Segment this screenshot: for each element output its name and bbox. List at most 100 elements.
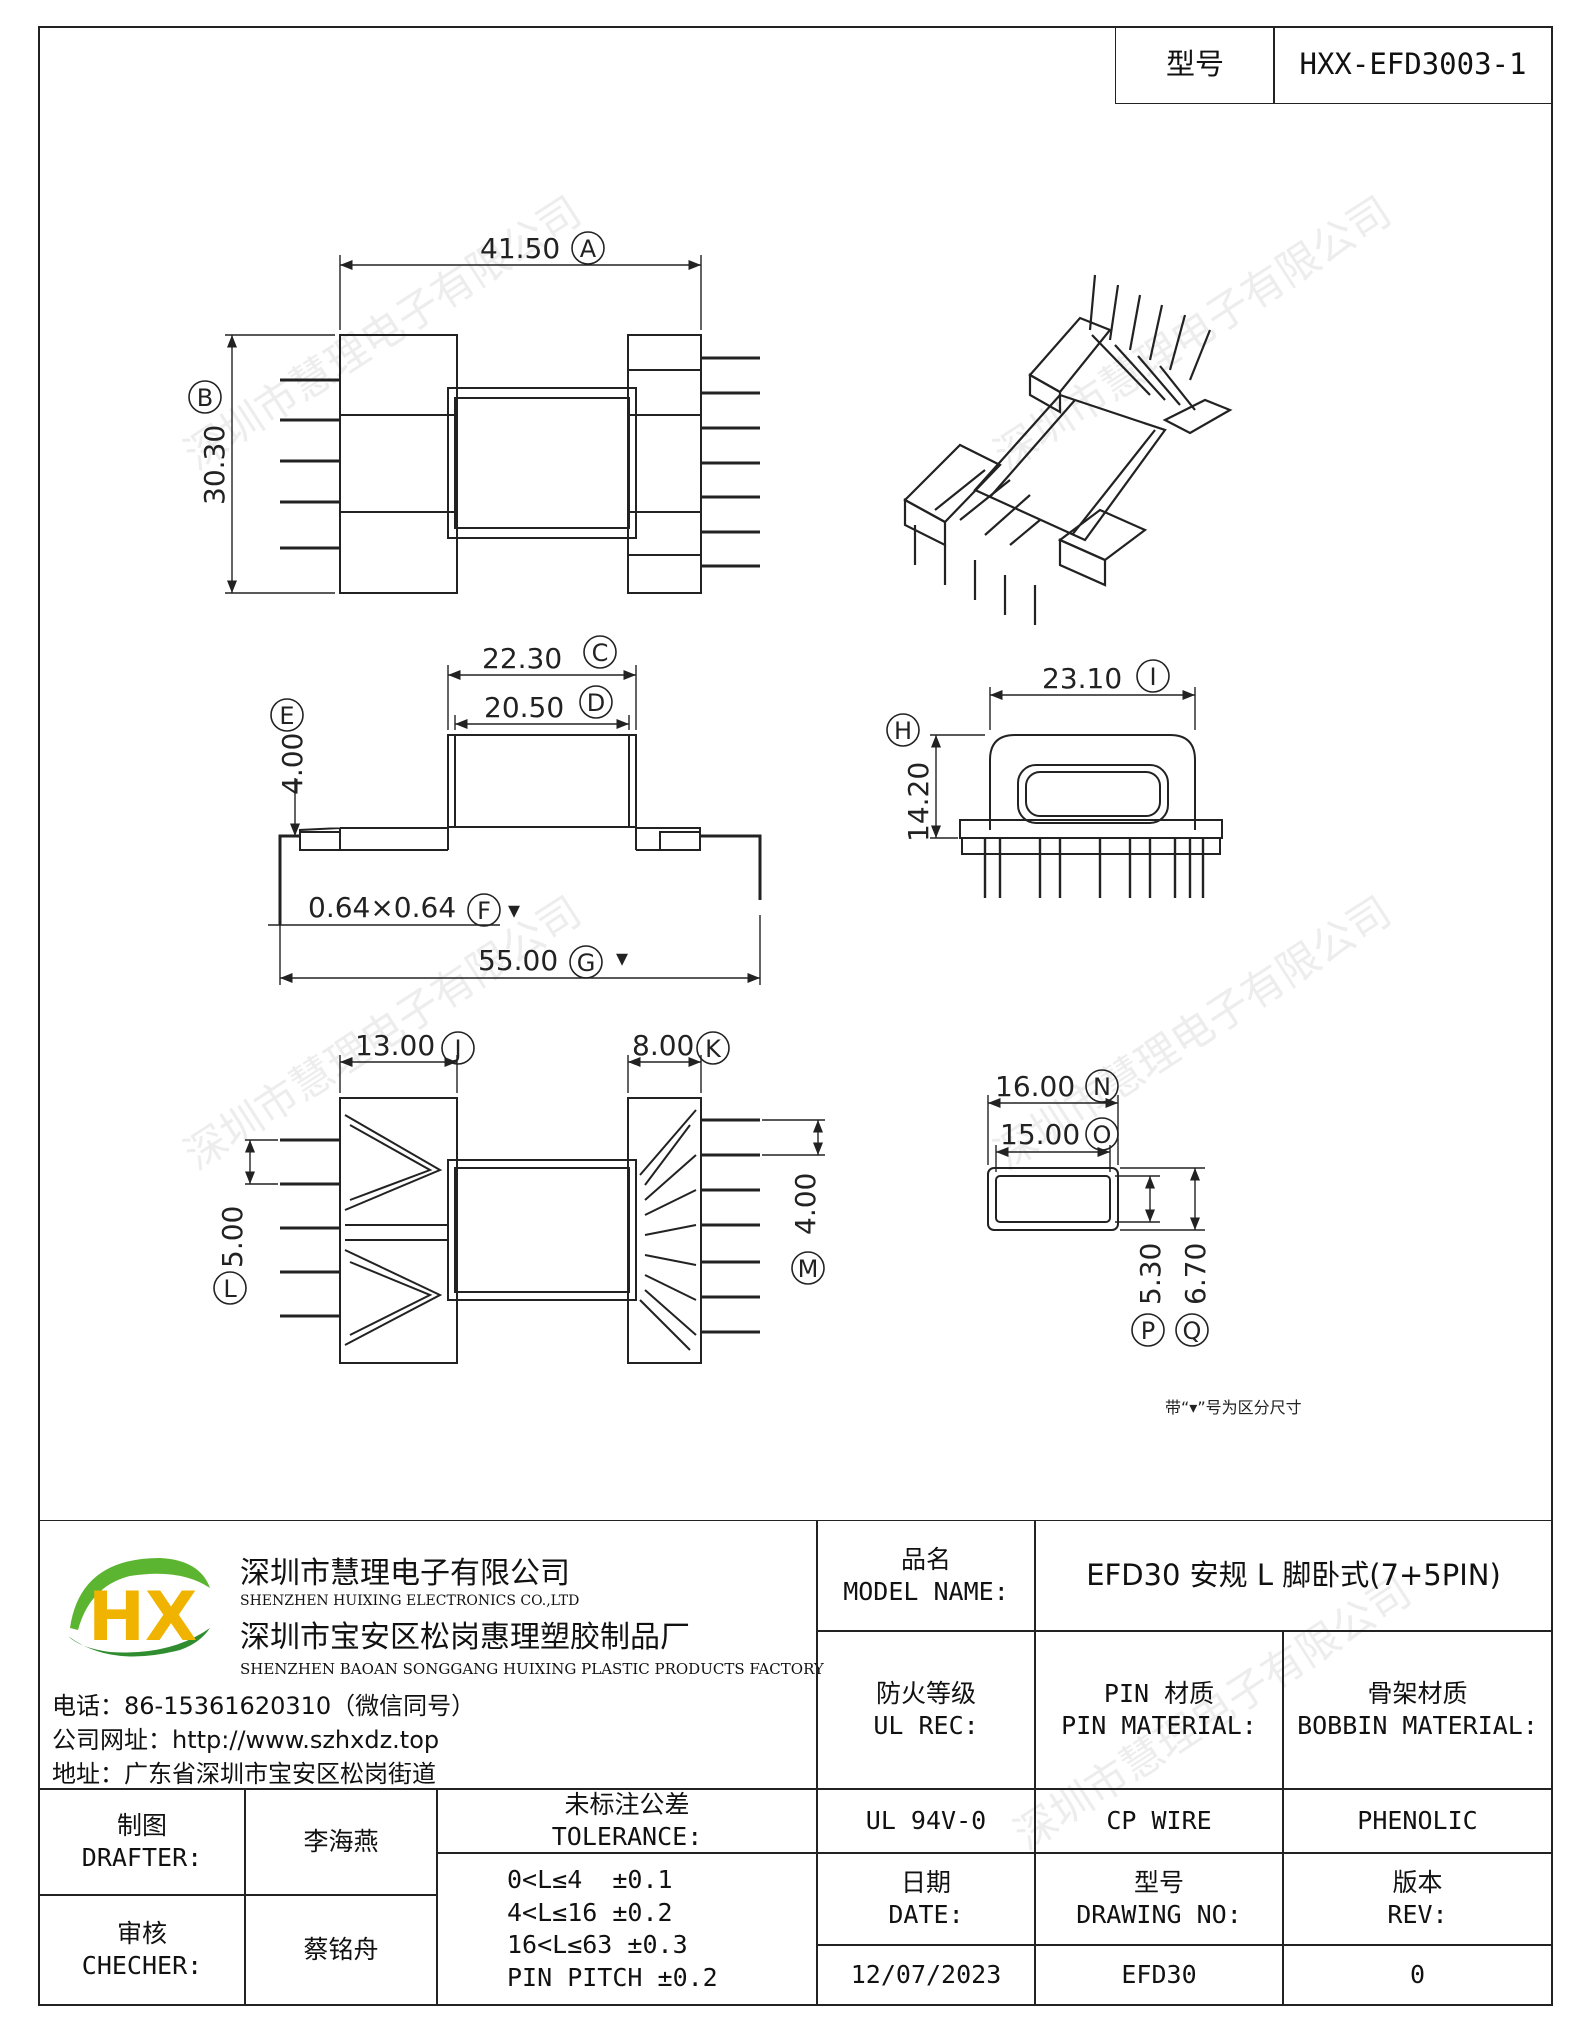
pin-material-en: PIN MATERIAL: bbox=[1061, 1711, 1257, 1740]
factory-name-en: SHENZHEN BAOAN SONGGANG HUIXING PLASTIC … bbox=[240, 1660, 824, 1678]
drafter-label: 制图 DRAFTER: bbox=[38, 1788, 246, 1896]
dim-i-value: 23.10 bbox=[1042, 662, 1122, 695]
dim-h-value: 14.20 bbox=[902, 762, 935, 842]
company-name-cn: 深圳市慧理电子有限公司 bbox=[240, 1556, 570, 1591]
dim-b-value: 30.30 bbox=[198, 425, 231, 505]
dim-f-value: 0.64×0.64 bbox=[308, 891, 456, 924]
dim-q-letter: Q bbox=[1183, 1317, 1202, 1345]
factory-name-cn: 深圳市宝安区松岗惠理塑胶制品厂 bbox=[240, 1620, 690, 1655]
bobbin-material-cn: 骨架材质 bbox=[1367, 1678, 1468, 1708]
drawing-no-label: 型号 DRAWING NO: bbox=[1034, 1852, 1284, 1946]
dim-l-letter: L bbox=[223, 1275, 237, 1303]
window-section bbox=[987, 1167, 1119, 1231]
dim-o-letter: O bbox=[1093, 1121, 1112, 1149]
dim-f-marker: ▾ bbox=[508, 896, 520, 924]
tolerance-line: 4<L≤16 ±0.2 bbox=[507, 1897, 673, 1927]
dim-n-letter: N bbox=[1093, 1073, 1111, 1101]
bottom-view bbox=[280, 1097, 760, 1364]
dim-l-letter-badge: L bbox=[213, 1271, 247, 1305]
checker-name: 蔡铭舟 bbox=[244, 1894, 438, 2006]
dim-q-value: 6.70 bbox=[1179, 1243, 1212, 1305]
dim-f-letter: F bbox=[477, 897, 491, 925]
company-website: 公司网址：http://www.szhxdz.top bbox=[52, 1726, 440, 1754]
model-name-cn: 品名 bbox=[900, 1544, 951, 1574]
ul-rec-label: 防火等级 UL REC: bbox=[816, 1630, 1036, 1790]
dim-g-marker: ▾ bbox=[616, 944, 628, 972]
dim-a-letter: A bbox=[580, 235, 597, 263]
pin-material-cn: PIN 材质 bbox=[1103, 1678, 1215, 1708]
drafter-name: 李海燕 bbox=[244, 1788, 438, 1896]
company-address: 地址：广东省深圳市宝安区松岗街道 bbox=[52, 1760, 436, 1788]
date-label: 日期 DATE: bbox=[816, 1852, 1036, 1946]
checker-label: 审核 CHECHER: bbox=[38, 1894, 246, 2006]
top-view bbox=[280, 334, 760, 594]
model-name-en: MODEL NAME: bbox=[843, 1577, 1009, 1606]
drawing-no-cn: 型号 bbox=[1133, 1867, 1184, 1897]
date-en: DATE: bbox=[888, 1900, 964, 1929]
tolerance-cn: 未标注公差 bbox=[564, 1789, 690, 1819]
logo-text: HX bbox=[88, 1578, 197, 1657]
dim-p-letter-badge: P bbox=[1131, 1313, 1165, 1347]
ul-rec-cn: 防火等级 bbox=[875, 1678, 976, 1708]
tolerance-values: 0<L≤4 ±0.1 4<L≤16 ±0.2 16<L≤63 ±0.3 PIN … bbox=[436, 1852, 818, 2006]
bobbin-material-value: PHENOLIC bbox=[1282, 1788, 1553, 1854]
company-block bbox=[38, 1520, 818, 1790]
dim-c-letter: C bbox=[592, 639, 609, 667]
dim-p-value: 5.30 bbox=[1134, 1243, 1167, 1305]
dim-b-letter: B bbox=[197, 384, 213, 412]
dim-n-value: 16.00 bbox=[995, 1070, 1075, 1103]
bobbin-material-en: BOBBIN MATERIAL: bbox=[1297, 1711, 1538, 1740]
dim-q-letter-badge: Q bbox=[1175, 1313, 1209, 1347]
dim-h-letter: H bbox=[894, 717, 912, 745]
dim-a-letter-badge: A bbox=[571, 231, 605, 265]
dim-o-value: 15.00 bbox=[1000, 1118, 1080, 1151]
drafter-en: DRAFTER: bbox=[81, 1843, 203, 1872]
checker-en: CHECHER: bbox=[81, 1951, 203, 1980]
dim-e-letter: E bbox=[279, 702, 294, 730]
dim-p-letter: P bbox=[1141, 1317, 1155, 1345]
dim-e-value: 4.00 bbox=[276, 733, 309, 795]
tolerance-en: TOLERANCE: bbox=[551, 1822, 703, 1851]
drafter-cn: 制图 bbox=[116, 1810, 167, 1840]
bobbin-material-label: 骨架材质 BOBBIN MATERIAL: bbox=[1282, 1630, 1553, 1790]
dim-a-value: 41.50 bbox=[480, 232, 560, 265]
dim-h-letter-badge: H bbox=[886, 713, 920, 747]
side-view bbox=[278, 734, 762, 925]
dim-f-letter-badge: F bbox=[467, 893, 501, 927]
dim-l-value: 5.00 bbox=[216, 1206, 249, 1268]
dim-j-letter-badge: J bbox=[441, 1031, 475, 1065]
end-view bbox=[959, 734, 1223, 898]
dim-k-value: 8.00 bbox=[632, 1029, 694, 1062]
tolerance-line: 16<L≤63 ±0.3 bbox=[507, 1930, 688, 1959]
header-model-label: 型号 bbox=[1115, 26, 1275, 104]
dim-c-letter-badge: C bbox=[583, 635, 617, 669]
dim-m-letter: M bbox=[798, 1255, 819, 1283]
dim-b-letter-badge: B bbox=[188, 380, 222, 414]
revision-en: REV: bbox=[1387, 1900, 1448, 1929]
drawing-no-en: DRAWING NO: bbox=[1076, 1900, 1242, 1929]
date-value: 12/07/2023 bbox=[816, 1944, 1036, 2006]
date-cn: 日期 bbox=[900, 1867, 951, 1897]
dim-g-value: 55.00 bbox=[478, 944, 558, 977]
isometric-view bbox=[903, 274, 1233, 625]
dim-d-letter-badge: D bbox=[579, 685, 613, 719]
dim-m-letter-badge: M bbox=[791, 1251, 825, 1285]
dim-c-value: 22.30 bbox=[482, 642, 562, 675]
pin-material-label: PIN 材质 PIN MATERIAL: bbox=[1034, 1630, 1284, 1790]
dim-g-letter-badge: G bbox=[569, 945, 603, 979]
company-name-en: SHENZHEN HUIXING ELECTRONICS CO.,LTD bbox=[240, 1593, 580, 1609]
revision-value: 0 bbox=[1282, 1944, 1553, 2006]
tolerance-line: 0<L≤4 ±0.1 bbox=[507, 1865, 673, 1894]
drawing-no-value: EFD30 bbox=[1034, 1944, 1284, 2006]
company-phone: 电话：86-15361620310（微信同号） bbox=[52, 1692, 476, 1720]
dim-g-letter: G bbox=[577, 949, 596, 977]
tolerance-label: 未标注公差 TOLERANCE: bbox=[436, 1788, 818, 1854]
dim-o-letter-badge: O bbox=[1085, 1117, 1119, 1151]
ul-rec-en: UL REC: bbox=[873, 1711, 979, 1740]
dim-d-value: 20.50 bbox=[484, 691, 564, 724]
checker-cn: 审核 bbox=[116, 1918, 167, 1948]
technical-drawing: 41.50 30.30 22.30 20.50 4.00 0.64×0.64 5… bbox=[188, 231, 1302, 1417]
dim-m-value: 4.00 bbox=[789, 1173, 822, 1235]
model-name-label: 品名 MODEL NAME: bbox=[816, 1520, 1036, 1632]
